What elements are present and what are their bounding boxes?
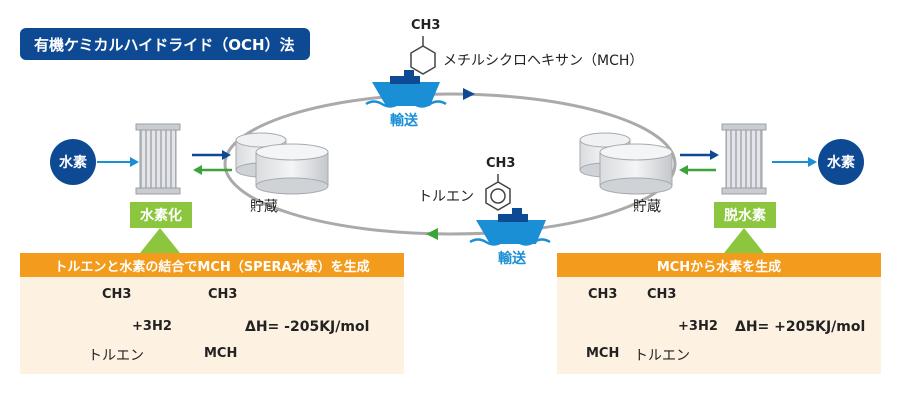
ship-bottom-icon — [469, 208, 551, 246]
hydrogen-source-node: 水素 — [50, 139, 96, 185]
storage-tanks-left-icon — [235, 132, 329, 195]
right-eq-product-ch3: CH3 — [647, 287, 677, 302]
left-eq-delta-h: ΔH= -205KJ/mol — [245, 319, 370, 335]
transport-cycle-loop — [223, 92, 677, 236]
right-eq-product-label: トルエン — [634, 348, 690, 364]
transport-label-bottom: 輸送 — [498, 251, 526, 267]
storage-label-left: 貯蔵 — [250, 199, 278, 215]
title-badge: 有機ケミカルハイドライド（OCH）法 — [20, 28, 310, 60]
green-pointer-left-icon — [140, 228, 180, 253]
right-eq-delta-h: ΔH= +205KJ/mol — [735, 319, 866, 335]
left-eq-product-ch3: CH3 — [208, 287, 238, 302]
storage-label-right: 貯蔵 — [633, 199, 661, 215]
arrow-tank-to-reactor-right-icon — [680, 150, 719, 160]
green-pointer-right-icon — [724, 228, 764, 253]
ship-top-icon — [365, 70, 447, 108]
arrow-reactor-to-h2-icon — [772, 157, 817, 167]
toluene-name-label: トルエン — [418, 189, 474, 205]
dehydrogenation-reactor-icon — [721, 123, 767, 195]
mch-name-label: メチルシクロヘキサン（MCH） — [443, 53, 644, 69]
right-eq-reactant-label: MCH — [586, 346, 620, 361]
loop-arrow-top-icon — [463, 88, 475, 100]
arrow-reactor-to-tank-right-icon — [679, 165, 716, 175]
storage-tanks-right-icon — [579, 132, 673, 195]
hydrogenation-label: 水素化 — [130, 202, 192, 228]
right-eq-reactant-ch3: CH3 — [588, 287, 618, 302]
right-panel-heading: MCHから水素を生成 — [557, 253, 881, 277]
left-eq-product-label: MCH — [204, 346, 238, 361]
arrow-h2-into-reactor-icon — [97, 157, 139, 167]
mch-molecule-icon — [410, 36, 436, 75]
mch-ch3-label: CH3 — [411, 18, 441, 33]
hydrogen-output-node: 水素 — [818, 139, 864, 185]
left-panel-body — [20, 277, 404, 374]
dehydrogenation-label: 脱水素 — [714, 202, 776, 228]
loop-arrow-bottom-icon — [426, 228, 438, 240]
left-eq-reactant-label: トルエン — [88, 348, 144, 364]
hydrogenation-reactor-icon — [135, 123, 181, 195]
left-eq-plus-h2: +3H2 — [132, 319, 172, 334]
arrow-reactor-to-tank-left-icon — [192, 150, 231, 160]
right-eq-plus-h2: +3H2 — [678, 319, 718, 334]
toluene-molecule-icon — [485, 174, 511, 211]
left-panel-heading: トルエンと水素の結合でMCH（SPERA水素）を生成 — [20, 253, 404, 277]
left-eq-reactant-ch3: CH3 — [102, 287, 132, 302]
transport-label-top: 輸送 — [390, 113, 418, 129]
toluene-ch3-label: CH3 — [486, 156, 516, 171]
right-panel-body — [557, 277, 881, 374]
arrow-tank-to-reactor-left-icon — [193, 165, 232, 175]
